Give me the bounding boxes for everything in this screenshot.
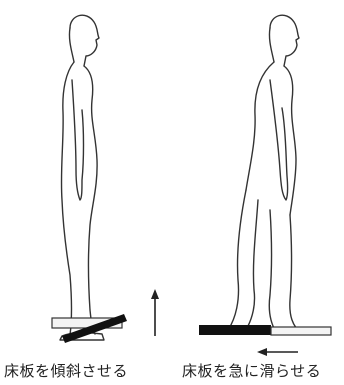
caption-slide-board: 床板を急に滑らせる <box>182 360 321 381</box>
sliding-board-right <box>199 325 271 335</box>
up-arrow-icon <box>151 289 159 336</box>
left-arrow-icon <box>257 348 298 356</box>
caption-tilt-board: 床板を傾斜させる <box>4 360 128 381</box>
standing-figure-left <box>60 15 104 340</box>
fixed-board-right <box>271 327 331 335</box>
standing-figure-right <box>208 15 318 334</box>
